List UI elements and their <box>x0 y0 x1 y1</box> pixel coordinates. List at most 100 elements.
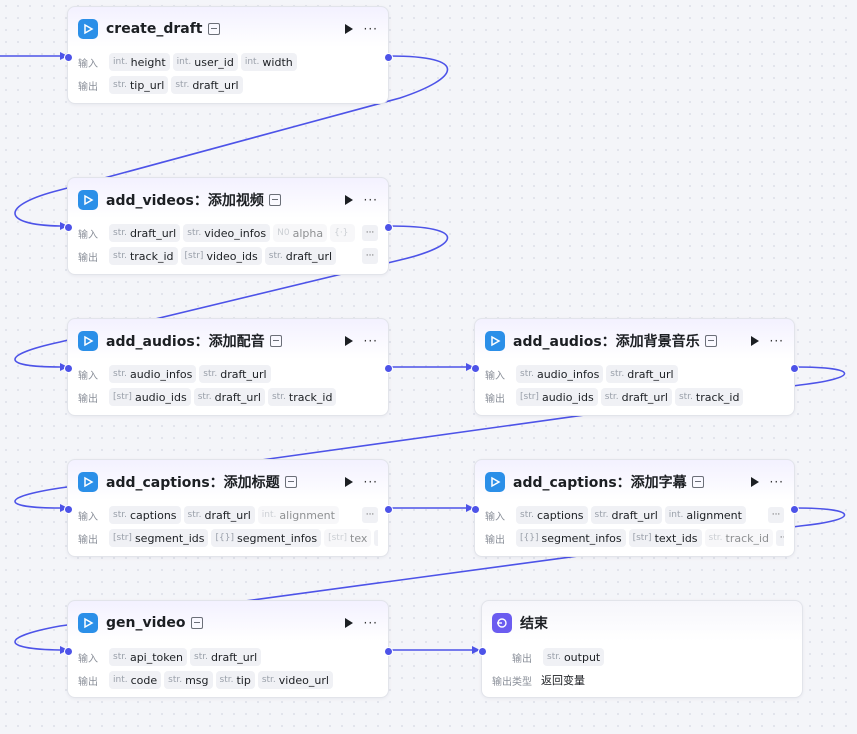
plugin-icon <box>78 613 98 633</box>
param-chip: str.tip <box>215 671 255 689</box>
param-chip: str.draft_url <box>590 506 662 524</box>
tag-icon <box>268 194 281 206</box>
param-chip: str.draft_url <box>606 365 678 383</box>
param-chip: str.video_url <box>257 671 333 689</box>
run-icon[interactable] <box>344 195 353 205</box>
node-add-audios-voice[interactable]: add_audios：添加配音 ··· 输入 str.audio_infos s… <box>64 318 393 416</box>
output-port[interactable] <box>384 505 393 514</box>
input-port[interactable] <box>64 505 73 514</box>
more-params-button[interactable]: ··· <box>768 507 784 523</box>
output-label: 输出 <box>78 252 98 264</box>
plugin-icon <box>485 331 505 351</box>
more-params-button[interactable]: ··· <box>362 248 378 264</box>
run-icon[interactable] <box>344 618 353 628</box>
more-icon[interactable]: ··· <box>363 616 378 630</box>
input-label: 输入 <box>78 58 98 70</box>
param-chip: str.audio_infos <box>109 365 197 383</box>
param-chip: str.captions <box>516 506 588 524</box>
param-chip: str.api_token <box>109 648 187 666</box>
param-chip: [str]video_ids <box>180 247 262 265</box>
output-label: 输出 <box>78 534 98 546</box>
more-params-button[interactable]: ··· <box>374 530 378 546</box>
param-chip: int.height <box>109 53 170 71</box>
more-icon[interactable]: ··· <box>363 334 378 348</box>
plugin-icon <box>78 331 98 351</box>
output-label: 输出 <box>78 393 98 405</box>
node-end[interactable]: 结束 输出 str.output 输出类型 返回变量 <box>478 600 803 698</box>
output-port[interactable] <box>790 364 799 373</box>
node-add-captions-subtitle[interactable]: add_captions：添加字幕 ··· 输入 str.captions st… <box>471 459 799 557</box>
param-chip: str.track_id <box>704 529 774 547</box>
node-add-captions-title[interactable]: add_captions：添加标题 ··· 输入 str.captions st… <box>64 459 393 557</box>
param-chip: str.msg <box>164 671 213 689</box>
param-chip: str.audio_infos <box>516 365 604 383</box>
param-chip: str.draft_url <box>109 224 181 242</box>
input-port[interactable] <box>478 647 487 656</box>
more-icon[interactable]: ··· <box>769 475 784 489</box>
param-chip: str.draft_url <box>193 388 265 406</box>
node-gen-video[interactable]: gen_video ··· 输入 str.api_token str.draft… <box>64 600 393 698</box>
more-params-button[interactable]: ··· <box>776 530 784 546</box>
param-chip: str.draft_url <box>199 365 271 383</box>
param-chip: int.alignment <box>257 506 339 524</box>
output-port[interactable] <box>384 53 393 62</box>
output-port[interactable] <box>384 364 393 373</box>
plugin-icon <box>78 19 98 39</box>
input-port[interactable] <box>64 223 73 232</box>
input-label: 输入 <box>78 370 98 382</box>
input-port[interactable] <box>64 647 73 656</box>
param-chip: str.track_id <box>674 388 744 406</box>
tag-icon <box>207 23 220 35</box>
more-icon[interactable]: ··· <box>363 22 378 36</box>
param-chip: str.draft_url <box>171 76 243 94</box>
input-port[interactable] <box>471 505 480 514</box>
output-label: 输出 <box>485 393 505 405</box>
input-label: 输入 <box>78 653 98 665</box>
param-chip: int.user_id <box>172 53 238 71</box>
output-port[interactable] <box>384 647 393 656</box>
tag-icon <box>704 335 717 347</box>
output-port[interactable] <box>384 223 393 232</box>
node-title: add_captions：添加标题 <box>106 475 280 491</box>
more-params-button[interactable]: ··· <box>362 225 378 241</box>
node-title: add_videos：添加视频 <box>106 193 264 209</box>
param-chip: [{}]segment_infos <box>211 529 322 547</box>
run-icon[interactable] <box>344 336 353 346</box>
input-label: 输入 <box>485 370 505 382</box>
input-port[interactable] <box>64 364 73 373</box>
param-chip: [str]text_ids <box>628 529 702 547</box>
more-icon[interactable]: ··· <box>769 334 784 348</box>
node-create-draft[interactable]: create_draft ··· 输入 int.height int.user_… <box>64 6 393 104</box>
param-chip: int.alignment <box>664 506 746 524</box>
param-chip: str.draft_url <box>183 506 255 524</box>
run-icon[interactable] <box>750 336 759 346</box>
run-icon[interactable] <box>750 477 759 487</box>
node-add-videos[interactable]: add_videos：添加视频 ··· 输入 str.draft_url str… <box>64 177 393 275</box>
more-params-button[interactable]: ··· <box>362 507 378 523</box>
param-chip: str.track_id <box>267 388 337 406</box>
node-title: add_audios：添加背景音乐 <box>513 334 700 350</box>
param-chip: str.video_infos <box>183 224 271 242</box>
output-port[interactable] <box>790 505 799 514</box>
input-port[interactable] <box>64 53 73 62</box>
end-icon <box>492 613 512 633</box>
param-chip: str.captions <box>109 506 181 524</box>
param-chip: [str]audio_ids <box>109 388 191 406</box>
more-icon[interactable]: ··· <box>363 475 378 489</box>
node-title: add_captions：添加字幕 <box>513 475 687 491</box>
tag-icon <box>284 476 297 488</box>
run-icon[interactable] <box>344 24 353 34</box>
node-add-audios-bgm[interactable]: add_audios：添加背景音乐 ··· 输入 str.audio_infos… <box>471 318 799 416</box>
input-port[interactable] <box>471 364 480 373</box>
node-title: 结束 <box>520 616 548 632</box>
param-chip: str.tip_url <box>109 76 169 94</box>
run-icon[interactable] <box>344 477 353 487</box>
input-label: 输入 <box>78 229 98 241</box>
node-title: add_audios：添加配音 <box>106 334 265 350</box>
param-chip: [str]audio_ids <box>516 388 598 406</box>
tag-icon <box>691 476 704 488</box>
more-icon[interactable]: ··· <box>363 193 378 207</box>
param-chip: str.draft_url <box>190 648 262 666</box>
tag-icon <box>269 335 282 347</box>
